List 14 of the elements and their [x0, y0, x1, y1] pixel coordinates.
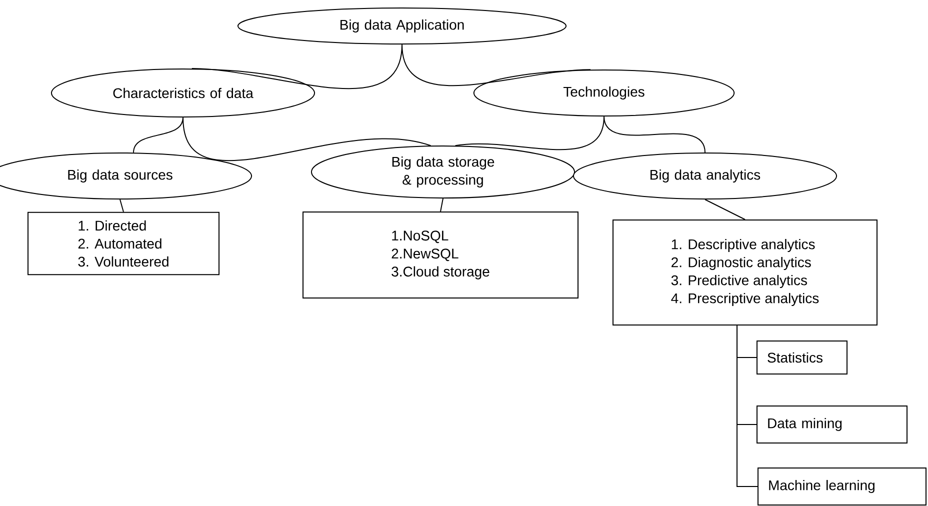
list-box: 1. Directed 2. Automated 3. Volunteered — [28, 212, 220, 276]
list-box: 1.NoSQL 2.NewSQL 3.Cloud storage — [302, 212, 578, 298]
connector-line — [440, 198, 444, 212]
list-box: Machine learning — [758, 468, 926, 506]
connector-line — [704, 199, 746, 220]
list-box: Statistics — [756, 340, 848, 374]
list-box: 1. Descriptive analytics 2. Diagnostic analytics 3. Predictive analytics 4. Prescriptive analytics — [612, 220, 878, 326]
connector-line — [736, 325, 758, 487]
connector-line — [182, 117, 432, 162]
connector-line — [604, 116, 706, 153]
connector-line — [402, 44, 592, 86]
list-box: Data mining — [756, 406, 908, 444]
connector-line — [133, 117, 184, 154]
connector-line — [120, 199, 124, 212]
